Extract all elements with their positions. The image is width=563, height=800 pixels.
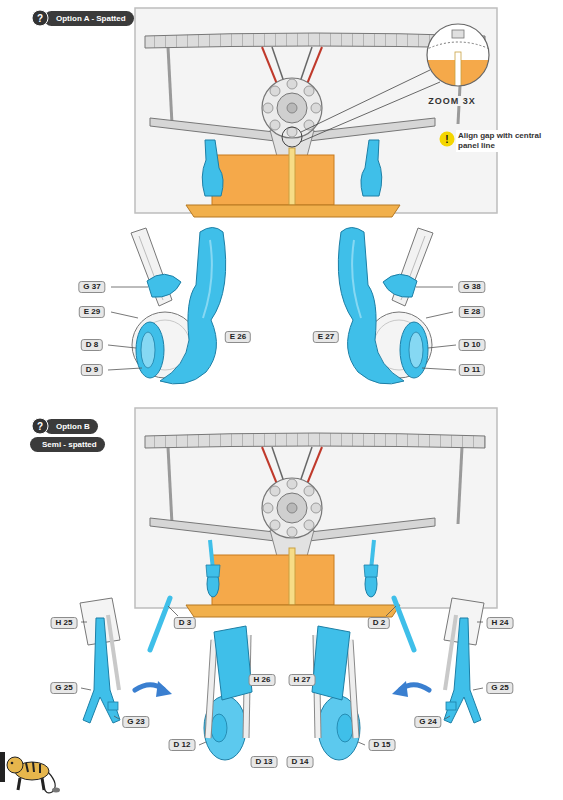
callout-number: H 26: [249, 674, 276, 686]
callout-number: H 24: [487, 617, 514, 629]
callout-number: D 2: [368, 617, 390, 629]
option-badge: Option B: [44, 419, 98, 434]
callout-number: D 15: [369, 739, 396, 751]
callout-number: D 13: [251, 756, 278, 768]
option-title: Option B: [56, 421, 90, 432]
callout-number: G 37: [78, 281, 105, 293]
callout-number: D 9: [81, 364, 103, 376]
help-icon: ?: [32, 418, 49, 435]
zoom-label: ZOOM 3X: [426, 96, 478, 106]
callout-number: E 28: [459, 306, 485, 318]
callout-number: G 23: [122, 716, 149, 728]
callout-number: D 14: [287, 756, 314, 768]
callout-number: D 3: [174, 617, 196, 629]
callout-number: E 29: [79, 306, 105, 318]
callout-number: D 12: [169, 739, 196, 751]
callout-number: D 11: [459, 364, 485, 376]
option-badge: Option A - Spatted: [44, 11, 134, 26]
callout-number: G 24: [414, 716, 441, 728]
note-text: Align gap with central panel line: [458, 131, 550, 151]
option-title: Option A - Spatted: [56, 13, 126, 24]
callout-number: G 25: [50, 682, 77, 694]
warning-icon: !: [440, 132, 455, 147]
callout-number: G 38: [458, 281, 485, 293]
callout-number: E 26: [225, 331, 251, 343]
callout-number: G 25: [486, 682, 513, 694]
callout-number: D 8: [81, 339, 103, 351]
callout-number: E 27: [313, 331, 339, 343]
callout-number: H 27: [289, 674, 316, 686]
option-title: Semi - spatted: [42, 439, 97, 450]
note-box: Align gap with central panel line: [456, 130, 552, 152]
option-badge: Semi - spatted: [30, 437, 105, 452]
callout-number: H 25: [51, 617, 78, 629]
help-icon: ?: [32, 10, 49, 27]
callout-number: D 10: [459, 339, 486, 351]
